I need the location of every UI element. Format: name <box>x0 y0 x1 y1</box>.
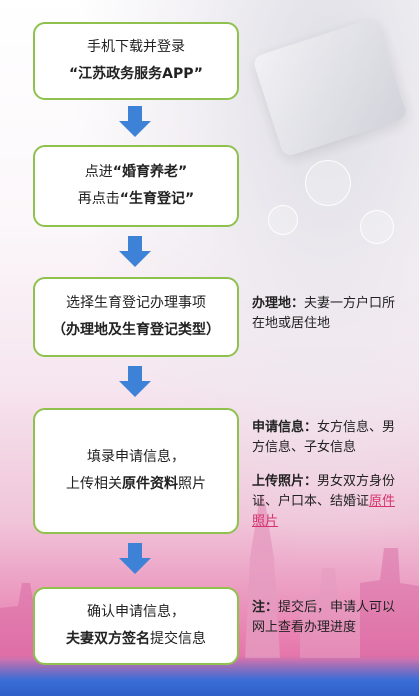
step-2-line2: 再点击“生育登记” <box>77 191 195 207</box>
step-4-line2: 上传相关原件资料照片 <box>66 476 206 492</box>
step-2-line1: 点进“婚育养老” <box>84 164 188 180</box>
step-3-line1: 选择生育登记办理事项 <box>66 295 206 311</box>
original-photo-link[interactable]: 原件照片 <box>252 494 396 529</box>
step-1-box: 手机下载并登录 “江苏政务服务APP” <box>33 22 239 100</box>
note-upload-photo: 上传照片：男女双方身份证、户口本、结婚证原件照片 <box>252 474 396 529</box>
step-1-line2: “江苏政务服务APP” <box>68 66 204 82</box>
step-3-box: 选择生育登记办理事项 （办理地及生育登记类型） <box>33 277 239 357</box>
step-5-line2: 夫妻双方签名提交信息 <box>66 631 206 647</box>
note-remark: 注：提交后，申请人可以网上查看办理进度 <box>252 600 396 635</box>
decorative-circle-icon <box>305 160 351 206</box>
note-location: 办理地：夫妻一方户口所在地或居住地 <box>252 296 396 331</box>
step-2-box: 点进“婚育养老” 再点击“生育登记” <box>33 145 239 227</box>
step-1-line1: 手机下载并登录 <box>87 39 185 55</box>
step-4-line1: 填录申请信息， <box>87 449 185 465</box>
step-5-box: 确认申请信息， 夫妻双方签名提交信息 <box>33 587 239 665</box>
step-4-box: 填录申请信息， 上传相关原件资料照片 <box>33 408 239 534</box>
down-arrow-icon <box>119 106 151 137</box>
down-arrow-icon <box>119 366 151 397</box>
note-apply-info: 申请信息：女方信息、男方信息、子女信息 <box>252 420 396 455</box>
step-5-line1: 确认申请信息， <box>87 604 185 620</box>
down-arrow-icon <box>119 236 151 267</box>
down-arrow-icon <box>119 543 151 574</box>
step-3-line2: （办理地及生育登记类型） <box>52 322 220 338</box>
decorative-circle-icon <box>268 205 298 235</box>
decorative-circle-icon <box>360 210 394 244</box>
